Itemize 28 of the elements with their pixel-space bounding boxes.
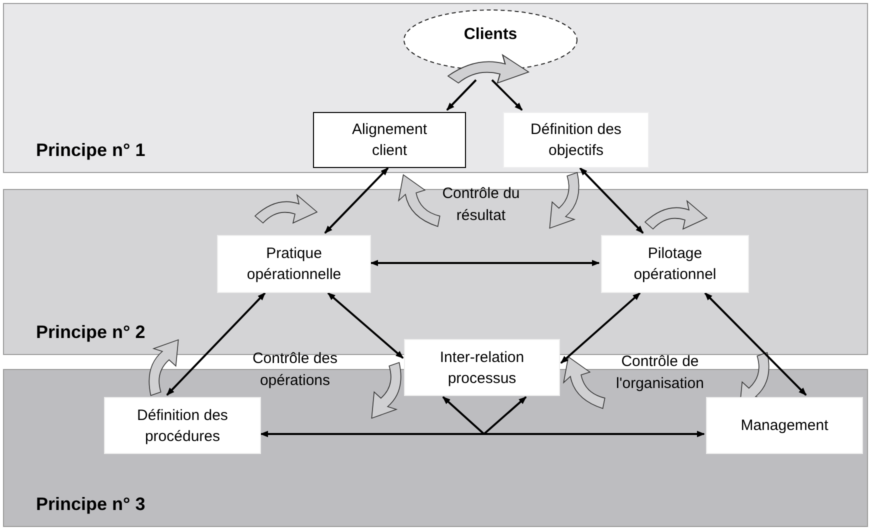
client-ellipse — [403, 9, 578, 71]
connector-arrow — [560, 292, 641, 364]
control-label: Contrôle de l'organisation — [615, 352, 705, 394]
process-box: Inter-relation processus — [404, 339, 560, 396]
process-box: Pratique opérationnelle — [217, 235, 371, 293]
band-title: Principe n° 1 — [36, 139, 146, 162]
control-label: Contrôle du résultat — [441, 184, 521, 226]
connector-arrow — [446, 79, 477, 111]
connector-arrow — [324, 167, 389, 234]
band-title: Principe n° 2 — [36, 321, 146, 344]
process-box: Définition des procédures — [104, 397, 261, 454]
process-box: Pilotage opérationnel — [601, 235, 749, 293]
connector-arrow — [327, 292, 404, 359]
connector-arrow — [166, 292, 266, 396]
connector-arrow — [579, 167, 644, 234]
connector-arrow — [704, 292, 807, 396]
band-title: Principe n° 3 — [36, 493, 146, 516]
process-box: Définition des objectifs — [503, 112, 649, 168]
process-box: Alignement client — [313, 112, 466, 168]
control-label: Contrôle des opérations — [251, 349, 339, 391]
principle-band — [3, 369, 868, 527]
connector-arrow — [491, 79, 523, 111]
node-label: Clients — [464, 25, 518, 45]
principle-band — [3, 3, 868, 173]
connector-arrow — [370, 260, 600, 266]
process-box: Management — [706, 397, 863, 454]
connector-arrow — [260, 396, 487, 438]
connector-arrow — [481, 396, 705, 438]
